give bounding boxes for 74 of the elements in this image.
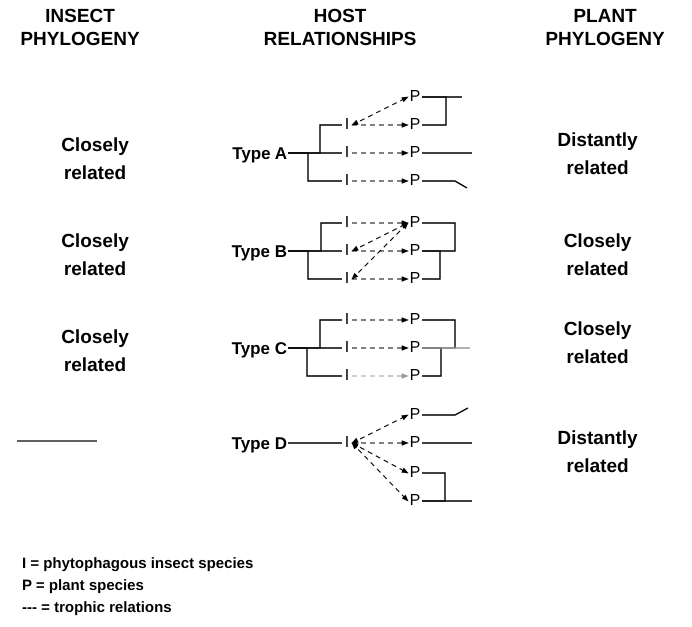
- plant-label: P: [409, 406, 421, 424]
- insect-label: I: [343, 214, 351, 232]
- plant-label: P: [409, 88, 421, 106]
- dashed-arrow: [352, 150, 409, 156]
- plant-label: P: [409, 464, 421, 482]
- branch-line: [422, 347, 470, 349]
- branch-line: [422, 222, 456, 252]
- plant-label: P: [409, 367, 421, 385]
- relationship-text: Distantly related: [556, 129, 639, 181]
- dashed-arrow: [352, 178, 409, 184]
- branch-line: [422, 500, 472, 502]
- relationship-text: Closely related: [60, 230, 130, 282]
- branch-line: [422, 442, 472, 444]
- dashed-arrow: [352, 222, 408, 280]
- dashed-arrow: [351, 222, 409, 252]
- plant-label: P: [409, 434, 421, 452]
- insect-label: I: [343, 434, 351, 452]
- dashed-arrow: [352, 220, 409, 226]
- insect-label: I: [343, 367, 351, 385]
- dashed-arrow: [352, 276, 409, 282]
- plant-label: P: [409, 172, 421, 190]
- branch-line: [288, 250, 342, 280]
- dashed-arrow: [352, 122, 409, 128]
- column-heading: PLANT PHYLOGENY: [544, 6, 666, 52]
- insect-label: I: [343, 144, 351, 162]
- branch-line: [422, 250, 441, 280]
- relationship-text: Closely related: [562, 318, 632, 370]
- relationship-text: Closely related: [60, 326, 130, 378]
- insect-label: I: [343, 172, 351, 190]
- branch-line: [422, 96, 462, 98]
- insect-label: I: [343, 311, 351, 329]
- dashed-arrow: [352, 440, 409, 446]
- key-entry: --- = trophic relations: [22, 599, 172, 616]
- type-label: Type A: [200, 144, 287, 162]
- type-label: Type B: [200, 242, 287, 260]
- branch-line: [422, 407, 468, 416]
- dashed-arrow: [352, 345, 409, 351]
- column-heading: HOST RELATIONSHIPS: [262, 6, 418, 52]
- insect-label: I: [343, 242, 351, 260]
- branch-line: [422, 152, 472, 154]
- branch-line: [288, 152, 342, 182]
- insect-label: I: [343, 116, 351, 134]
- dashed-arrow: [352, 442, 408, 502]
- dashed-arrow: [351, 442, 409, 474]
- insect-label: I: [343, 270, 351, 288]
- key-entry: P = plant species: [22, 577, 144, 594]
- relationship-text: Distantly related: [556, 427, 639, 479]
- column-heading: INSECT PHYLOGENY: [19, 6, 141, 52]
- plant-label: P: [409, 116, 421, 134]
- branch-line: [422, 180, 468, 189]
- plant-label: P: [409, 339, 421, 357]
- dashed-arrow: [351, 414, 409, 444]
- plant-label: P: [409, 311, 421, 329]
- plant-label: P: [409, 270, 421, 288]
- dashed-arrow: [352, 373, 409, 379]
- key-entry: I = phytophagous insect species: [22, 555, 254, 572]
- dashed-arrow: [352, 317, 409, 323]
- relationship-text: Closely related: [60, 134, 130, 186]
- branch-line: [422, 96, 447, 126]
- insect-label: I: [343, 339, 351, 357]
- plant-label: P: [409, 144, 421, 162]
- type-label: Type C: [200, 339, 287, 357]
- plant-label: P: [409, 492, 421, 510]
- dashed-arrow: [352, 248, 409, 254]
- dashed-arrow: [351, 96, 409, 126]
- branch-line: [288, 442, 342, 444]
- relationship-text: Closely related: [562, 230, 632, 282]
- plant-label: P: [409, 242, 421, 260]
- branch-line: [422, 347, 442, 377]
- branch-line: [288, 347, 342, 377]
- branch-line: [422, 319, 456, 349]
- branch-line: [422, 472, 446, 502]
- plant-label: P: [409, 214, 421, 232]
- type-label: Type D: [200, 434, 287, 452]
